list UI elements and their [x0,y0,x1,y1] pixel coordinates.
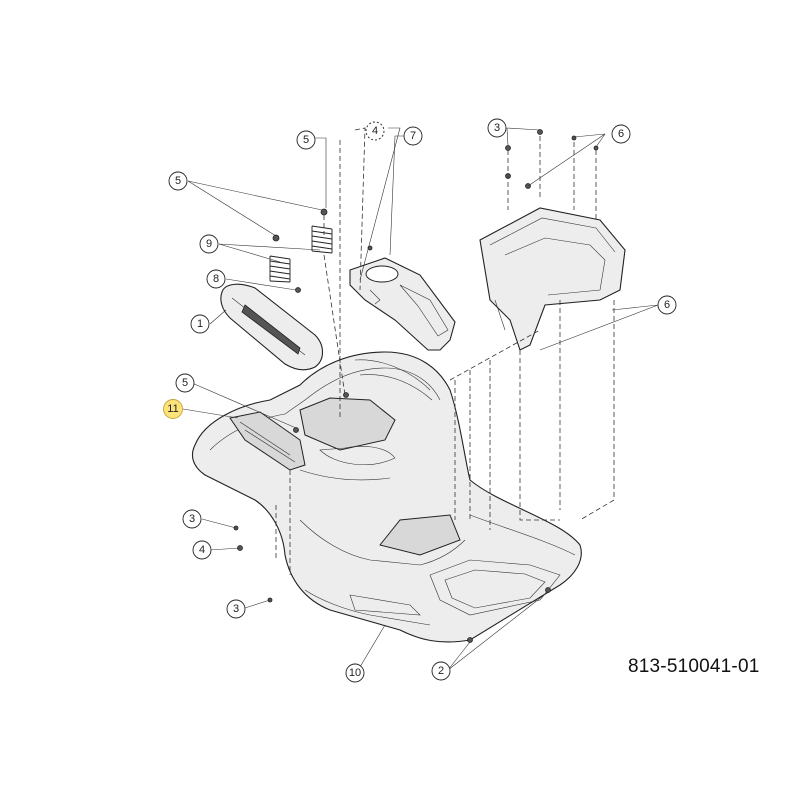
callout-3: 3 [487,118,507,138]
callout-6: 6 [657,295,677,315]
svg-text:5: 5 [175,175,181,187]
svg-text:9: 9 [206,238,212,250]
callout-5: 5 [296,130,316,150]
spring-parts [269,225,333,283]
svg-text:5: 5 [182,377,188,389]
svg-text:6: 6 [618,128,624,140]
insert-plate-part [229,411,306,471]
svg-text:4: 4 [372,125,378,137]
callout-9: 9 [199,234,219,254]
hardware-fasteners [233,129,599,643]
assembly-dashed-lines [275,127,615,575]
svg-text:10: 10 [349,667,361,679]
svg-text:3: 3 [189,513,195,525]
callout-10: 10 [345,663,365,683]
callout-2: 2 [431,661,451,681]
seat-pad-part [220,283,324,371]
callout-3: 3 [226,599,246,619]
console-cupholder-part [349,257,456,351]
main-body-part [191,351,582,643]
svg-text:3: 3 [494,122,500,134]
svg-text:6: 6 [664,299,670,311]
callout-11-highlighted: 11 [163,399,183,419]
svg-text:4: 4 [199,544,205,556]
callout-5: 5 [168,171,188,191]
callout-leader-lines [182,127,659,673]
svg-text:8: 8 [213,273,219,285]
callout-6: 6 [611,124,631,144]
callout-4: 4 [365,121,385,141]
callout-7: 7 [403,126,423,146]
callout-3: 3 [182,509,202,529]
rear-fender-box-part [479,207,626,351]
svg-text:11: 11 [167,403,178,415]
svg-text:3: 3 [233,603,239,615]
diagram-part-number: 813-510041-01 [628,656,760,677]
svg-text:7: 7 [410,130,416,142]
callout-1: 1 [190,314,210,334]
svg-text:1: 1 [197,318,203,330]
callout-8: 8 [206,269,226,289]
callouts: 5 5 4 7 3 6 9 8 1 6 5 11 3 4 3 10 2 [163,118,677,683]
callout-5: 5 [175,373,195,393]
svg-text:5: 5 [303,134,309,146]
svg-text:2: 2 [438,665,444,677]
callout-4: 4 [192,540,212,560]
